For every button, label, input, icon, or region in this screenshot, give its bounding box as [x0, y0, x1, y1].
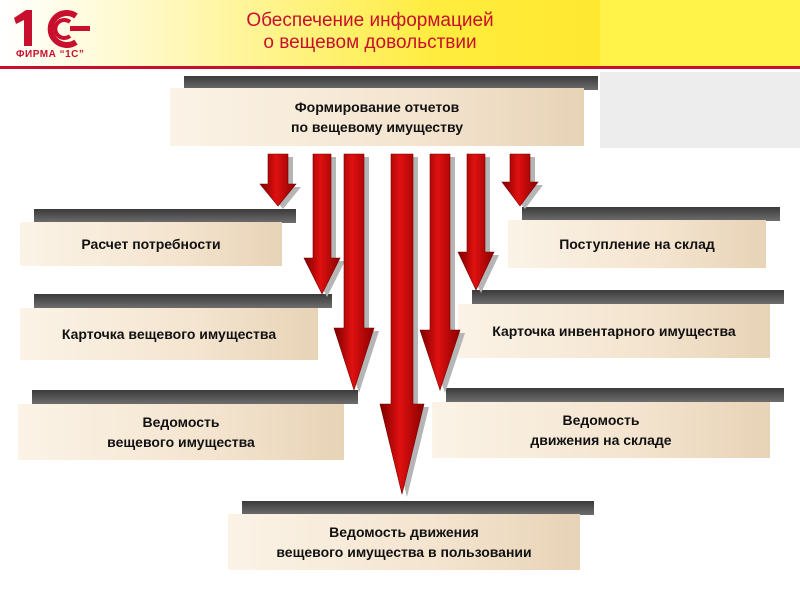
arrow-to-warehouse-statement	[419, 153, 465, 393]
box-inventory-card-edge	[472, 290, 784, 304]
box-clothing-statement-edge	[32, 390, 358, 404]
arrow-to-usage-statement	[379, 153, 429, 497]
page-title: Обеспечение информацией о вещевом доволь…	[160, 10, 580, 54]
box-need-calc-edge	[34, 209, 296, 223]
box-usage-statement: Ведомость движения вещевого имущества в …	[228, 514, 580, 570]
arrow-to-inventory-card	[457, 153, 499, 293]
box-report-forming-line-1: Формирование отчетов	[294, 99, 460, 115]
box-clothing-statement-line-1: Ведомость	[142, 414, 220, 430]
header-accent	[600, 0, 800, 66]
box-warehouse-statement: Ведомость движения на складе	[432, 402, 770, 458]
box-clothing-statement: Ведомость вещевого имущества	[18, 404, 344, 460]
box-need-calc-label: Расчет потребности	[81, 236, 221, 252]
logo-caption: ФИРМА “1С”	[16, 49, 85, 60]
box-warehouse-statement-edge	[446, 388, 784, 402]
box-usage-statement-line-2: вещевого имущества в пользовании	[276, 544, 532, 560]
box-report-forming: Формирование отчетов по вещевому имущест…	[170, 88, 584, 146]
header-divider	[0, 66, 800, 69]
box-usage-statement-line-1: Ведомость движения	[329, 524, 479, 540]
box-inventory-card: Карточка инвентарного имущества	[458, 304, 770, 358]
box-report-forming-line-2: по вещевому имуществу	[290, 119, 463, 135]
title-line-1: Обеспечение информацией	[246, 10, 494, 31]
arrow-to-receipt	[501, 153, 543, 209]
box-clothing-card: Карточка вещевого имущества	[20, 308, 318, 360]
box-clothing-card-edge	[34, 294, 332, 308]
box-usage-statement-edge	[242, 501, 594, 515]
box-warehouse-statement-line-1: Ведомость	[562, 412, 640, 428]
arrow-to-clothing-card	[303, 153, 345, 297]
box-receipt: Поступление на склад	[508, 220, 766, 268]
box-receipt-label: Поступление на склад	[559, 236, 715, 252]
title-line-2: о вещевом довольствии	[263, 32, 477, 53]
box-inventory-card-label: Карточка инвентарного имущества	[492, 323, 736, 339]
box-clothing-statement-line-2: вещевого имущества	[107, 434, 255, 450]
arrow-to-clothing-statement	[333, 153, 379, 393]
box-clothing-card-label: Карточка вещевого имущества	[61, 326, 277, 342]
box-need-calc: Расчет потребности	[20, 222, 282, 266]
side-panel	[600, 72, 800, 148]
company-logo: ФИРМА “1С”	[6, 6, 102, 62]
box-receipt-edge	[522, 207, 780, 221]
box-warehouse-statement-line-2: движения на складе	[530, 432, 672, 448]
logo-1c-icon	[14, 10, 90, 48]
arrow-to-need-calc	[259, 153, 301, 209]
box-top-edge	[184, 76, 598, 90]
